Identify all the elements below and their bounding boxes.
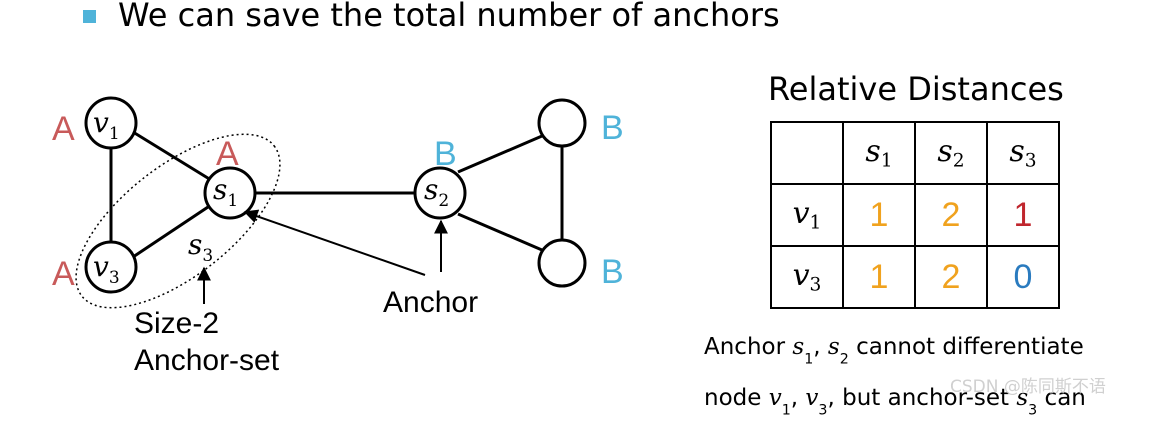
cell-v3-s1: 1: [843, 246, 915, 308]
edge-s2-bbot: [458, 214, 542, 250]
set-label-b-top: B: [601, 109, 624, 147]
graph-diagram: v1 v3 s1 s2 s3 A A A B B B Anchor Size-2…: [0, 0, 700, 418]
cell-v3-s3: 0: [987, 246, 1059, 308]
caption-line-1: Anchor s1, s2 cannot differentiate: [704, 328, 1086, 379]
anchor-set-label-line1: Size-2: [134, 307, 219, 340]
watermark: CSDN @陈同斯不语: [950, 372, 1106, 397]
edge-v1-s1: [133, 132, 211, 180]
node-b-top: [539, 100, 585, 146]
arrow-to-s1: [245, 212, 425, 275]
column-header-s2: s2: [915, 122, 987, 184]
row-header-v1: v1: [771, 184, 843, 246]
cell-v1-s3: 1: [987, 184, 1059, 246]
cell-v1-s1: 1: [843, 184, 915, 246]
set-label-v3: A: [52, 255, 75, 293]
table-row: v1 1 2 1: [771, 184, 1059, 246]
relative-distance-table: s1 s2 s3 v1 1 2 1 v3 1 2 0: [770, 121, 1060, 309]
set-label-s1: A: [216, 135, 239, 173]
table-row: v3 1 2 0: [771, 246, 1059, 308]
cell-v3-s2: 2: [915, 246, 987, 308]
anchor-set-label-line2: Anchor-set: [134, 344, 280, 377]
table-corner-cell: [771, 122, 843, 184]
table-title: Relative Distances: [768, 70, 1064, 108]
set-label-v1: A: [52, 110, 75, 148]
edge-s2-btop: [458, 136, 542, 172]
column-header-s1: s1: [843, 122, 915, 184]
column-header-s3: s3: [987, 122, 1059, 184]
anchor-label: Anchor: [383, 286, 478, 319]
anchor-set-s3-label: s3: [188, 228, 213, 266]
set-label-b-bottom: B: [601, 253, 624, 291]
row-header-v3: v3: [771, 246, 843, 308]
node-b-bottom: [539, 240, 585, 286]
table-header-row: s1 s2 s3: [771, 122, 1059, 184]
set-label-s2: B: [434, 135, 457, 173]
cell-v1-s2: 2: [915, 184, 987, 246]
